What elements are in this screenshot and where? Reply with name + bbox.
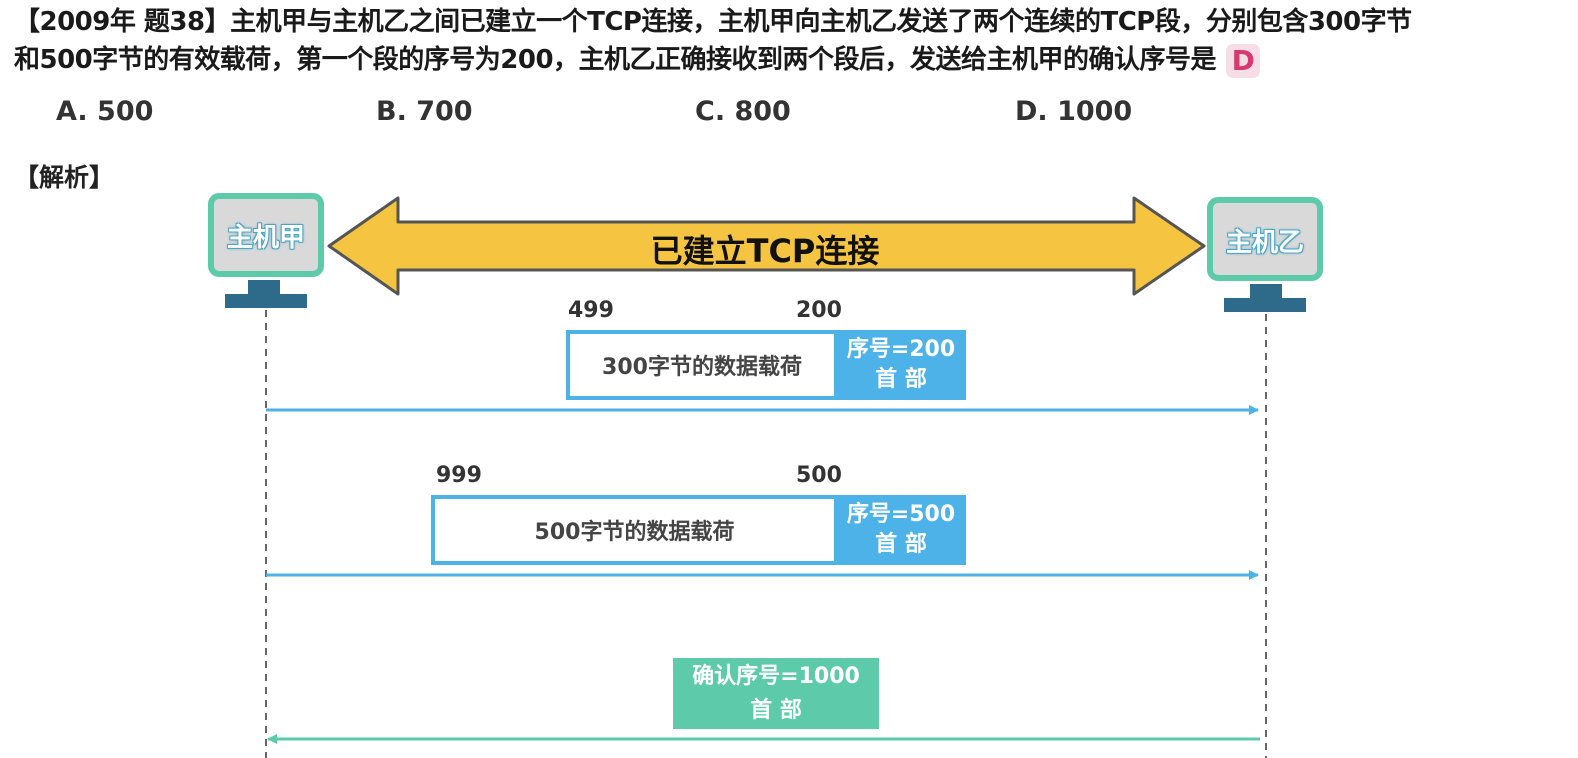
ack-header-label: 首 部 — [750, 697, 802, 723]
host-a-monitor-icon — [208, 193, 324, 308]
option-c: C. 800 — [695, 96, 791, 127]
segment1-right-num: 200 — [796, 298, 842, 323]
segment2-left-num: 999 — [436, 463, 482, 488]
segment1-seq: 序号=200 — [846, 337, 956, 362]
segment1-header-label: 首 部 — [875, 367, 927, 392]
host-b-label: 主机乙 — [1225, 228, 1304, 258]
segment1-payload: 300字节的数据载荷 — [566, 330, 838, 400]
option-a: A. 500 — [56, 96, 154, 127]
option-b: B. 700 — [376, 96, 473, 127]
host-a-label: 主机甲 — [226, 223, 305, 253]
segment2-payload: 500字节的数据载荷 — [431, 495, 838, 565]
segment2-seq: 序号=500 — [846, 502, 956, 527]
segment2-right-num: 500 — [796, 463, 842, 488]
question-line-1: 【2009年 题38】主机甲与主机乙之间已建立一个TCP连接，主机甲向主机乙发送… — [14, 7, 1412, 37]
connection-arrow — [327, 196, 1206, 296]
question-line-2-text: 和500字节的有效载荷，第一个段的序号为200，主机乙正确接收到两个段后，发送给… — [14, 45, 1217, 75]
host-b-monitor-icon — [1207, 197, 1323, 312]
ack-header: 确认序号=1000 首 部 — [673, 658, 879, 729]
segment2-header: 序号=500 首 部 — [836, 495, 966, 565]
segment1-left-num: 499 — [568, 298, 614, 323]
answer-badge: D — [1226, 44, 1261, 78]
option-d: D. 1000 — [1015, 96, 1133, 127]
segment2-header-label: 首 部 — [875, 532, 927, 557]
ack-number: 确认序号=1000 — [692, 663, 860, 689]
analysis-label: 【解析】 — [14, 163, 115, 192]
question-line-2: 和500字节的有效载荷，第一个段的序号为200，主机乙正确接收到两个段后，发送给… — [14, 44, 1261, 78]
connection-label: 已建立TCP连接 — [650, 232, 880, 270]
segment1-header: 序号=200 首 部 — [836, 330, 966, 400]
